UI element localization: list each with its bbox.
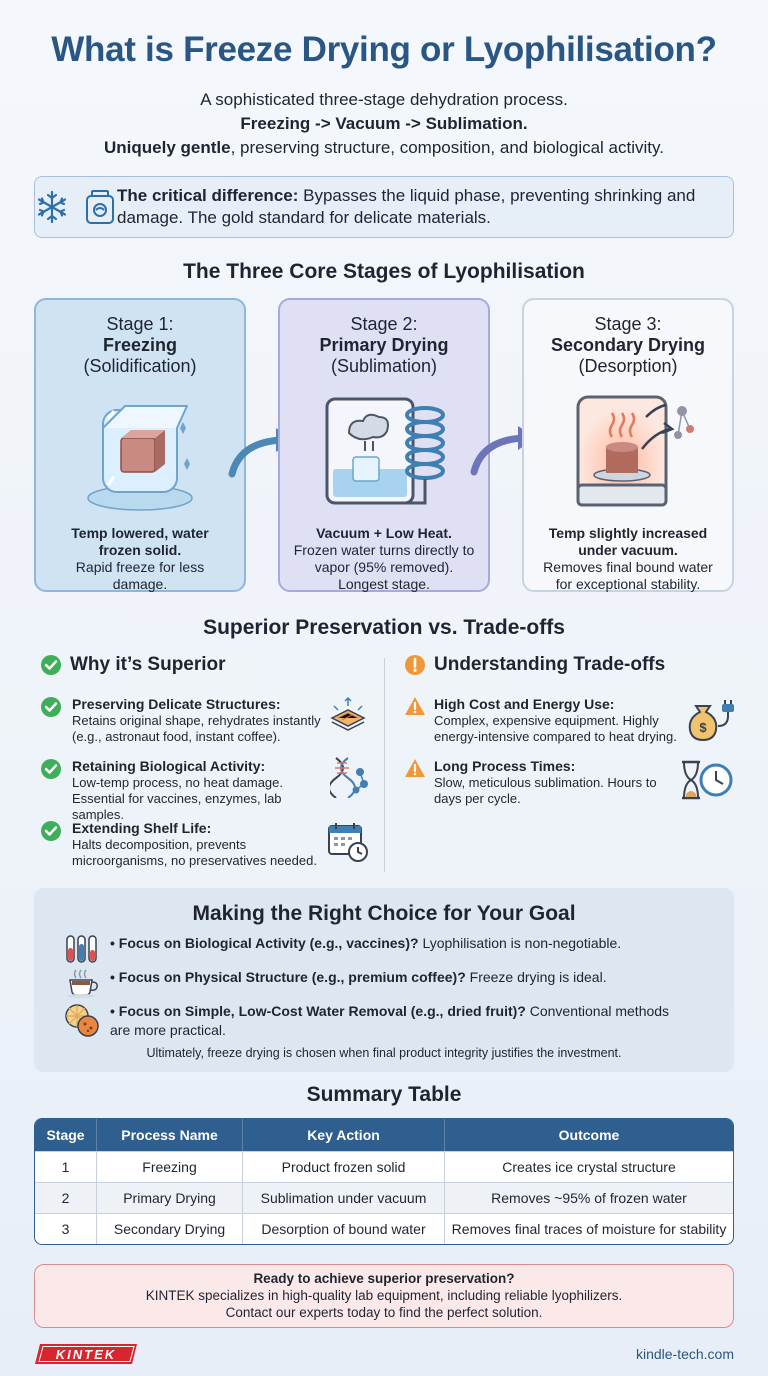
table-cell: Sublimation under vacuum: [243, 1182, 445, 1213]
logo-text: KINTEK: [56, 1347, 116, 1362]
stage-key-point: Temp lowered, water frozen solid.: [71, 525, 209, 558]
stage-number: Stage 2:: [350, 314, 418, 334]
page-title: What is Freeze Drying or Lyophilisation?: [51, 30, 717, 69]
warning-circle-icon: [405, 655, 425, 675]
jar-icon: [86, 190, 114, 224]
table-header-cell: Process Name: [97, 1119, 243, 1151]
stage-subtitle: (Solidification): [83, 356, 197, 376]
coffee-cup-icon: [67, 969, 98, 998]
choice-item: • Focus on Biological Activity (e.g., va…: [64, 934, 670, 964]
table-header-cell: Stage: [35, 1119, 97, 1151]
table-cell: Creates ice crystal structure: [445, 1151, 733, 1182]
table-cell: Removes ~95% of frozen water: [445, 1182, 733, 1213]
layered-structure-icon: [330, 696, 366, 731]
table-header-cell: Outcome: [445, 1119, 733, 1151]
kintek-logo[interactable]: KINTEK: [34, 1343, 138, 1365]
check-circle-icon: [41, 697, 61, 717]
heated-chamber-icon: [576, 395, 694, 507]
intro-line-3: Uniquely gentle, preserving structure, c…: [104, 138, 664, 157]
superior-item: Extending Shelf Life:Halts decomposition…: [40, 820, 370, 869]
summary-title: Summary Table: [306, 1083, 462, 1106]
choice-item: • Focus on Simple, Low-Cost Water Remova…: [64, 1002, 670, 1040]
stage-name: Secondary Drying: [550, 335, 706, 355]
table-cell: 1: [35, 1151, 97, 1182]
table-cell: Removes final traces of moisture for sta…: [445, 1213, 733, 1244]
stage-description: Rapid freeze for less damage.: [75, 559, 205, 592]
choice-item: • Focus on Physical Structure (e.g., pre…: [64, 968, 670, 998]
check-circle-icon: [41, 759, 61, 779]
cta-headline: Ready to achieve superior preservation?: [253, 1271, 515, 1286]
table-row: 3 Secondary Drying Desorption of bound w…: [35, 1213, 733, 1244]
intro-line-2: Freezing -> Vacuum -> Sublimation.: [240, 114, 528, 133]
svg-text:$: $: [699, 720, 707, 735]
stage-description: Removes final bound water for exceptiona…: [543, 559, 713, 592]
superior-item: Retaining Biological Activity:Low-temp p…: [40, 757, 370, 823]
money-bag-plug-icon: $: [688, 700, 734, 742]
vacuum-chamber-icon: [325, 397, 445, 505]
website-link[interactable]: kindle-tech.com: [635, 1346, 734, 1362]
intro-text: A sophisticated three-stage dehydration …: [0, 88, 768, 160]
table-cell: Freezing: [97, 1151, 243, 1182]
table-header-row: Stage Process Name Key Action Outcome: [35, 1119, 733, 1151]
check-circle-icon: [41, 655, 61, 675]
table-cell: Product frozen solid: [243, 1151, 445, 1182]
superior-title: Why it’s Superior: [70, 654, 226, 675]
stage-number: Stage 3:: [594, 314, 662, 334]
tradeoffs-title: Understanding Trade-offs: [434, 654, 666, 675]
critical-difference-box: The critical difference: Bypasses the li…: [34, 176, 734, 238]
superior-column-header: Why it’s Superior: [40, 654, 226, 676]
choice-box: Making the Right Choice for Your Goal • …: [34, 888, 734, 1072]
summary-table: Stage Process Name Key Action Outcome 1 …: [34, 1118, 734, 1245]
critical-difference-text: The critical difference: Bypasses the li…: [117, 186, 696, 227]
tradeoffs-column-header: Understanding Trade-offs: [404, 654, 665, 676]
table-cell: Secondary Drying: [97, 1213, 243, 1244]
tradeoff-item: Long Process Times:Slow, meticulous subl…: [404, 758, 734, 807]
stage-card-primary-drying: Stage 2: Primary Drying (Sublimation): [278, 298, 490, 592]
cta-line: Contact our experts today to find the pe…: [225, 1305, 543, 1320]
stage-description: Frozen water turns directly to vapor (95…: [293, 542, 475, 592]
stage-card-freezing: Stage 1: Freezing (Solidification) Temp …: [34, 298, 246, 592]
choice-title: Making the Right Choice for Your Goal: [192, 902, 576, 925]
stage-card-secondary-drying: Stage 3: Secondary Drying (Desorption): [522, 298, 734, 592]
table-header-cell: Key Action: [243, 1119, 445, 1151]
stage-subtitle: (Sublimation): [330, 356, 438, 376]
table-cell: Primary Drying: [97, 1182, 243, 1213]
superior-item: Preserving Delicate Structures:Retains o…: [40, 696, 370, 745]
ice-cube-icon: [87, 405, 193, 511]
hourglass-clock-icon: [682, 760, 733, 800]
calendar-clock-icon: [328, 823, 368, 862]
cta-line: KINTEK specializes in high-quality lab e…: [145, 1288, 623, 1303]
choice-note: Ultimately, freeze drying is chosen when…: [146, 1046, 622, 1060]
table-cell: 2: [35, 1182, 97, 1213]
table-row: 2 Primary Drying Sublimation under vacuu…: [35, 1182, 733, 1213]
stage-name: Freezing: [102, 335, 177, 355]
snowflake-icon: [37, 190, 67, 224]
cta-box: Ready to achieve superior preservation? …: [34, 1264, 734, 1328]
preservation-section-title: Superior Preservation vs. Trade-offs: [203, 616, 565, 639]
table-cell: 3: [35, 1213, 97, 1244]
column-divider: [384, 658, 385, 872]
check-circle-icon: [41, 821, 61, 841]
test-tubes-icon: [66, 935, 97, 963]
tradeoff-item: High Cost and Energy Use:Complex, expens…: [404, 696, 734, 745]
table-row: 1 Freezing Product frozen solid Creates …: [35, 1151, 733, 1182]
stages-section-title: The Three Core Stages of Lyophilisation: [183, 260, 585, 283]
table-cell: Desorption of bound water: [243, 1213, 445, 1244]
warning-triangle-icon: [405, 697, 425, 715]
stage-name: Primary Drying: [319, 335, 449, 355]
warning-triangle-icon: [405, 759, 425, 777]
stage-number: Stage 1:: [106, 314, 174, 334]
dried-fruit-icon: [65, 1004, 99, 1037]
stage-key-point: Temp slightly increased under vacuum.: [548, 525, 708, 558]
stage-key-point: Vacuum + Low Heat.: [316, 525, 452, 541]
dna-molecule-icon: [330, 757, 368, 798]
stage-subtitle: (Desorption): [578, 356, 678, 376]
intro-line-1: A sophisticated three-stage dehydration …: [200, 90, 568, 109]
